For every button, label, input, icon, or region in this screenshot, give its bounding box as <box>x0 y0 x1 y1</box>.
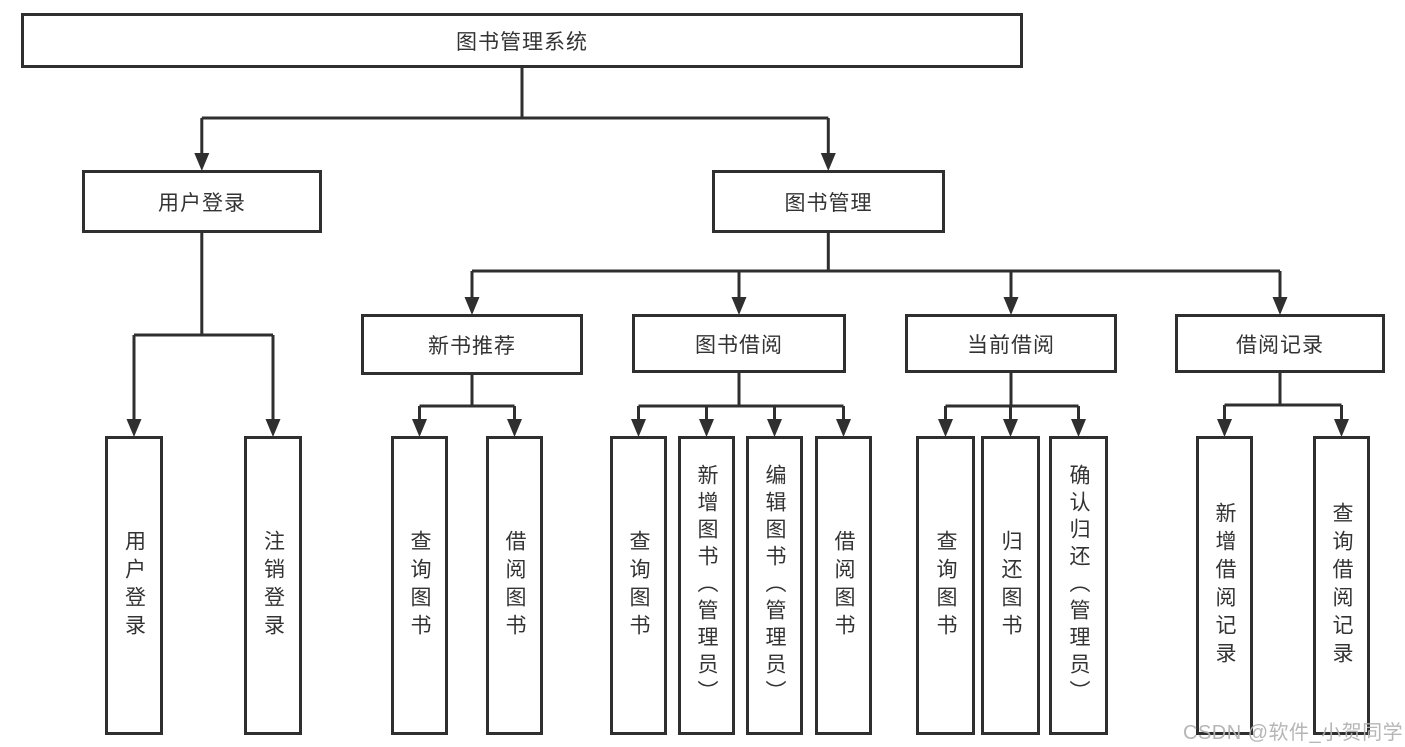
node-leaf-add-books-admin: 新增图书（管理员） <box>678 436 735 735</box>
node-user-login-module: 用户登录 <box>82 170 322 233</box>
node-leaf-user-login: 用户登录 <box>105 436 163 735</box>
node-borrowing-records: 借阅记录 <box>1175 314 1385 373</box>
node-leaf-add-borrow-record: 新增借阅记录 <box>1196 436 1253 735</box>
node-root-system: 图书管理系统 <box>21 13 1023 68</box>
node-leaf-logout: 注销登录 <box>244 436 302 735</box>
node-leaf-return-books: 归还图书 <box>981 436 1040 735</box>
leaf-label: 查询图书 <box>408 529 431 642</box>
leaf-label: 注销登录 <box>261 529 285 642</box>
leaf-label: 新增图书（管理员） <box>695 464 718 707</box>
node-leaf-query-books-borrowing: 查询图书 <box>610 436 667 735</box>
node-leaf-borrow-books: 借阅图书 <box>815 436 872 735</box>
leaf-label: 编辑图书（管理员） <box>763 464 786 707</box>
leaf-label: 查询图书 <box>627 529 650 642</box>
node-leaf-query-books-recommend: 查询图书 <box>391 436 448 735</box>
node-book-borrowing: 图书借阅 <box>632 314 846 373</box>
node-leaf-confirm-return-admin: 确认归还（管理员） <box>1049 436 1108 735</box>
leaf-label: 归还图书 <box>999 529 1022 642</box>
leaf-label: 借阅图书 <box>832 529 855 642</box>
leaf-label: 查询图书 <box>934 529 957 642</box>
leaf-label: 借阅图书 <box>503 529 526 642</box>
node-leaf-query-borrow-record: 查询借阅记录 <box>1313 436 1370 735</box>
node-leaf-query-books-current: 查询图书 <box>916 436 975 735</box>
leaf-label: 用户登录 <box>122 529 146 642</box>
node-leaf-borrow-books-recommend: 借阅图书 <box>486 436 543 735</box>
leaf-label: 确认归还（管理员） <box>1067 464 1090 707</box>
leaf-label: 查询借阅记录 <box>1330 501 1353 670</box>
node-leaf-edit-books-admin: 编辑图书（管理员） <box>746 436 803 735</box>
node-current-borrowing: 当前借阅 <box>905 314 1117 373</box>
leaf-label: 新增借阅记录 <box>1213 501 1236 670</box>
node-new-book-recommend: 新书推荐 <box>361 314 583 375</box>
node-book-management-module: 图书管理 <box>712 170 945 233</box>
csdn-watermark: CSDN @软件_小贺同学 <box>1183 722 1404 744</box>
